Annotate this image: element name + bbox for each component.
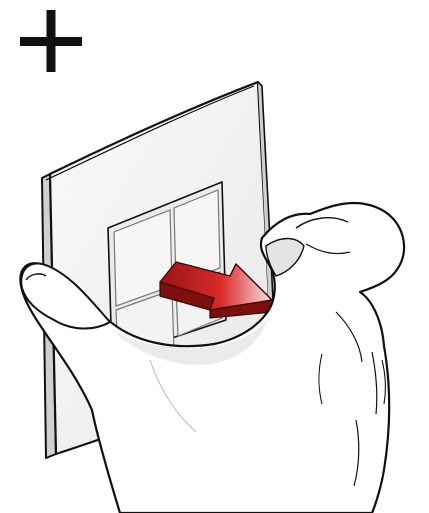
plus-icon xyxy=(20,10,82,72)
